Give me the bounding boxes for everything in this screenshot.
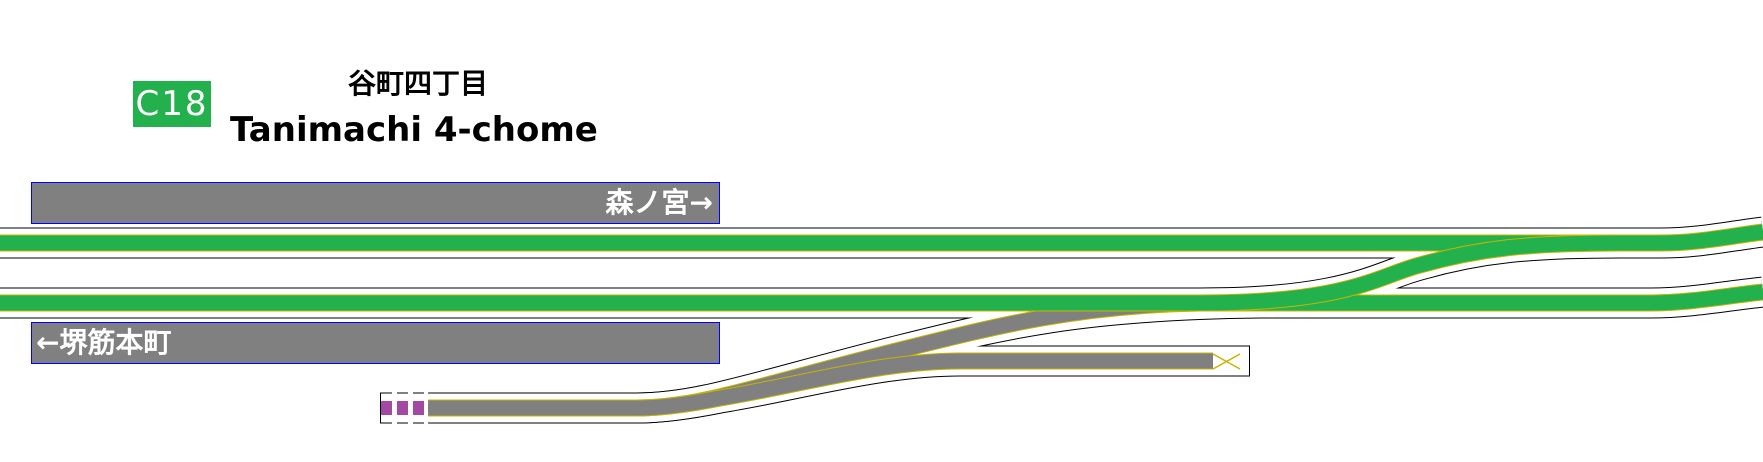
main-track-eastbound	[0, 224, 1763, 251]
buffer-stop-block	[381, 401, 392, 415]
direction-box-westbound: ←堺筋本町	[31, 322, 720, 364]
siding-track-dead-end	[636, 353, 1213, 416]
station-name-english: Tanimachi 4-chome	[230, 110, 598, 150]
main-track-westbound	[0, 284, 1763, 311]
direction-label-westbound: ←堺筋本町	[36, 326, 172, 359]
buffer-stops	[381, 390, 428, 426]
main-tracks	[0, 223, 1763, 312]
buffer-stop-block	[413, 401, 424, 415]
buffer-end-mark	[1212, 353, 1241, 370]
station-name-japanese: 谷町四丁目	[347, 67, 488, 100]
track-bed-outlines	[0, 216, 1763, 424]
station-number-badge: C18	[133, 81, 211, 127]
buffer-stop-block	[397, 401, 408, 415]
direction-label-eastbound: 森ノ宮→	[605, 186, 713, 219]
direction-box-eastbound: 森ノ宮→	[31, 182, 720, 224]
crossover-track	[1199, 235, 1621, 311]
